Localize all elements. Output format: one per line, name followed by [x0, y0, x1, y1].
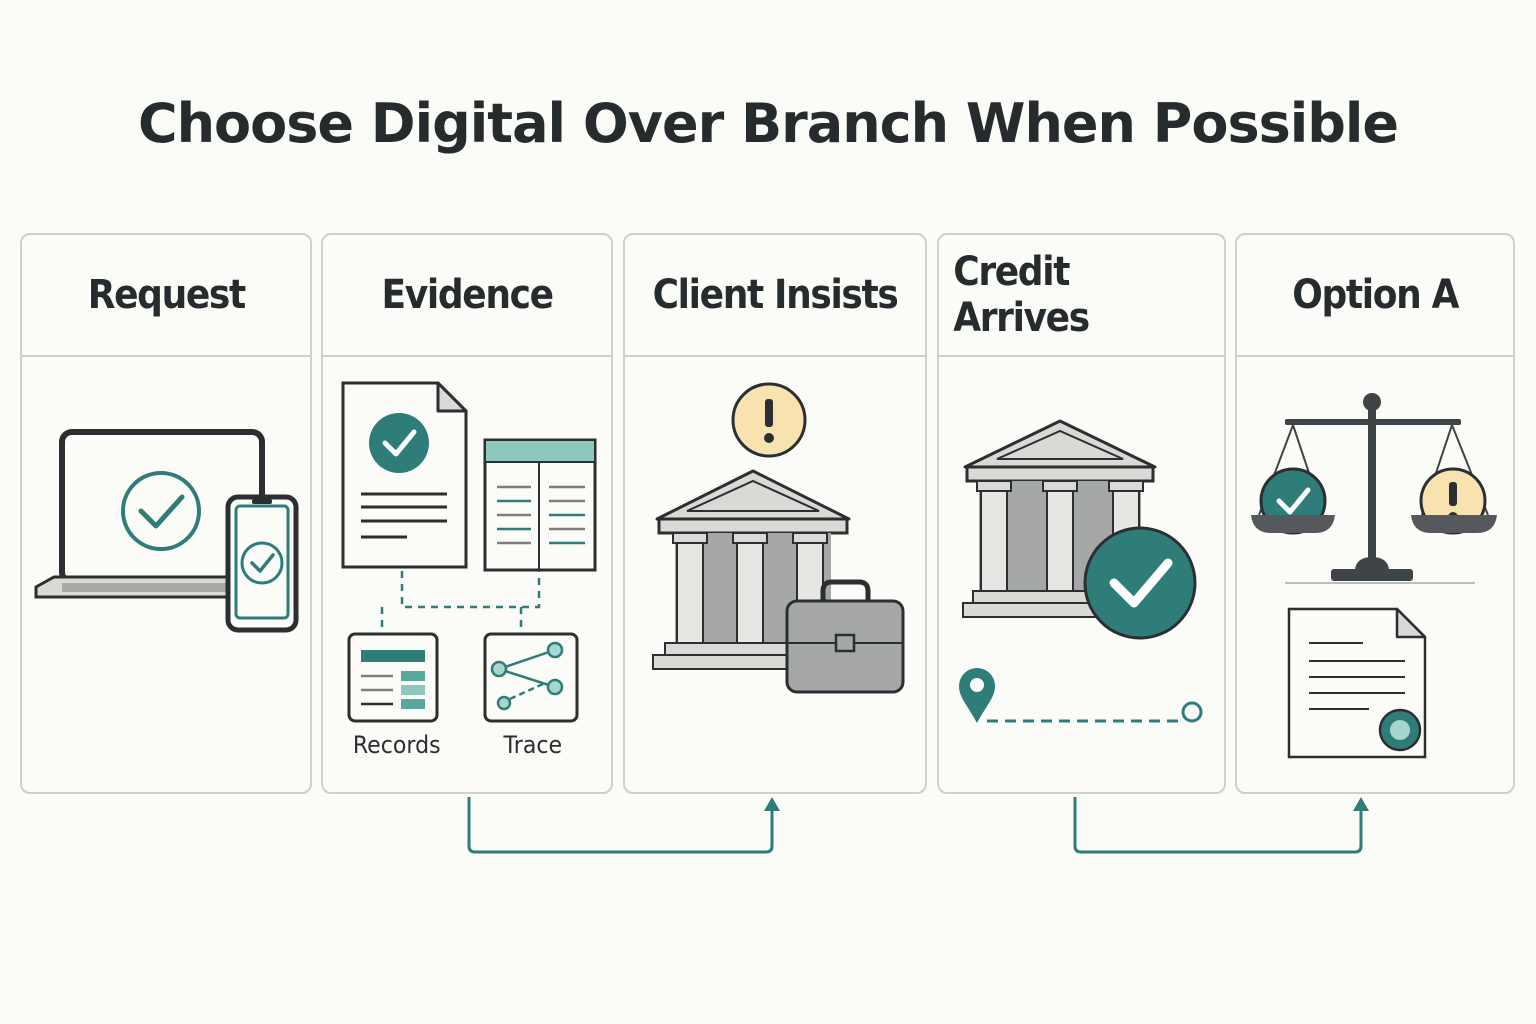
step-card-option-a: Option A [1235, 233, 1515, 794]
step-header: Evidence [323, 235, 611, 357]
records-label: Records [352, 731, 441, 759]
step-title: Client Insists [652, 272, 899, 318]
step-header: Option A [1237, 235, 1513, 357]
bank-briefcase-warning-icon [652, 382, 905, 694]
document-table-icon [341, 381, 597, 723]
step-title: Evidence [381, 272, 554, 318]
connector-credit-to-option [1073, 797, 1369, 854]
step-header: Credit Arrives [939, 235, 1224, 357]
trace-label: Trace [503, 731, 563, 759]
laptop-phone-checkmark-icon [34, 429, 299, 633]
connector-evidence-to-client [467, 797, 780, 854]
balance-scale-document-icon [1251, 393, 1497, 759]
step-card-request: Request [20, 233, 312, 794]
step-card-client-insists: Client Insists [623, 233, 927, 794]
step-title: Option A [1292, 272, 1459, 318]
bank-checkmark-route-icon [959, 419, 1203, 723]
page-title: Choose Digital Over Branch When Possible [137, 92, 1399, 155]
step-header: Client Insists [625, 235, 925, 357]
step-card-credit-arrives: Credit Arrives [937, 233, 1226, 794]
step-title: Credit Arrives [953, 249, 1090, 341]
step-card-evidence: Evidence [321, 233, 613, 794]
step-header: Request [22, 235, 310, 357]
step-title: Request [87, 272, 245, 318]
